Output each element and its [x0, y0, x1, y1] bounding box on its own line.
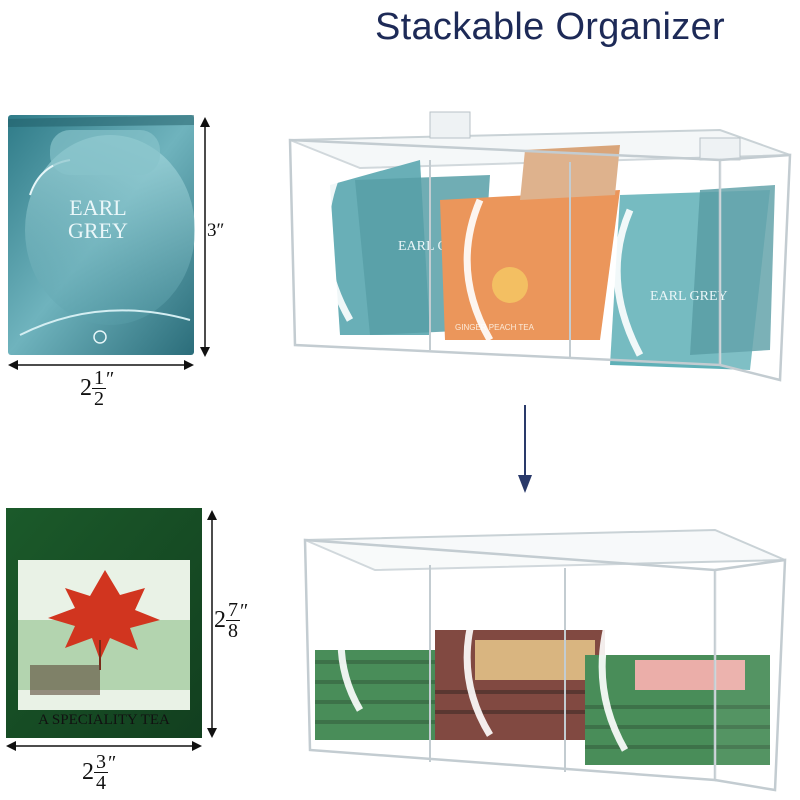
- red-bags-middle: [435, 630, 605, 740]
- arrow-down-icon: [518, 405, 532, 493]
- earl-grey-tea-bag: EARL GREY: [8, 115, 210, 370]
- middle-tea-name: GINGER PEACH TEA: [455, 323, 535, 332]
- grey-label: GREY: [68, 218, 128, 243]
- maple-tea-bag: A SPECIALITY TEA: [6, 508, 217, 751]
- hinge-right-icon: [699, 137, 741, 161]
- page-title: Stackable Organizer: [375, 6, 725, 48]
- hinge-left-icon: [429, 111, 471, 139]
- green-bags-right: [585, 655, 770, 765]
- maple-leaf-icon: [48, 570, 160, 660]
- organizer-with-lid: EARL GREY GINGER PEACH TEA EARL GREY: [288, 111, 792, 382]
- earl-grey-height-label: 3″: [207, 220, 225, 241]
- earl-label: EARL: [69, 195, 126, 220]
- teapot-icon: [492, 267, 528, 303]
- ginger-peach-bags: [440, 190, 620, 340]
- right-tea-name: EARL GREY: [650, 289, 728, 304]
- teapot-icon: [93, 330, 107, 344]
- organizer-open: [303, 528, 787, 792]
- speciality-tea-caption: A SPECIALITY TEA: [38, 712, 170, 728]
